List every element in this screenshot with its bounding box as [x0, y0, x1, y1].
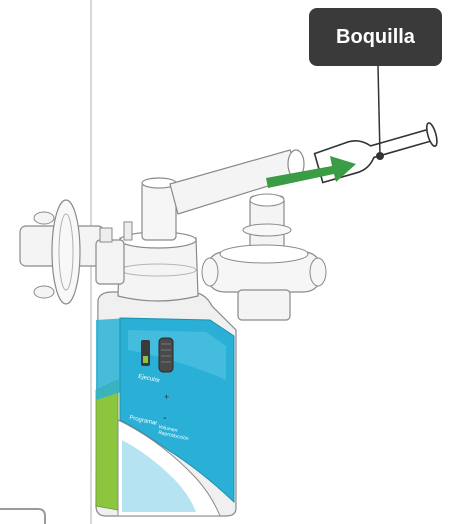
callout-boquilla: Boquilla — [309, 8, 442, 66]
plus-label: + — [164, 392, 169, 402]
partial-box — [0, 509, 45, 524]
callout-leader-dot — [376, 152, 384, 160]
filter-assembly — [20, 200, 124, 304]
callout-leader-line — [378, 66, 380, 156]
callout-label: Boquilla — [336, 26, 415, 49]
exhalation-valve — [202, 245, 326, 320]
minus-label: - — [163, 412, 167, 424]
control-knob — [159, 338, 173, 372]
nebulizer-base — [96, 292, 236, 516]
